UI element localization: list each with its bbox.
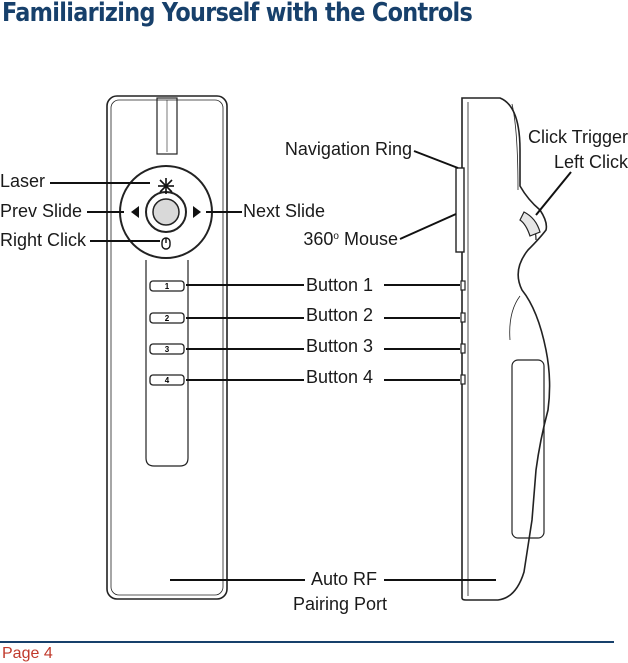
page-title: Familiarizing Yourself with the Controls	[2, 0, 473, 28]
button-2[interactable]: 2	[149, 312, 185, 324]
button-2-label: Button 2	[306, 305, 374, 325]
next-slide-arrow-icon[interactable]	[193, 206, 201, 218]
button-4-label: Button 4	[306, 367, 374, 387]
click-trigger[interactable]	[519, 211, 541, 237]
click-trigger-label: Click Trigger	[527, 127, 628, 147]
button-1-label: Button 1	[306, 275, 374, 295]
prev-slide-arrow-icon[interactable]	[131, 206, 139, 218]
remote-side-view	[461, 97, 551, 601]
button-2-number: 2	[165, 314, 170, 323]
button-4-number: 4	[165, 376, 170, 385]
remote-front-view	[106, 95, 228, 600]
pairing-port-label: Pairing Port	[293, 594, 388, 614]
button-3-number: 3	[165, 345, 170, 354]
side-buttons[interactable]	[460, 280, 466, 385]
button-4[interactable]: 4	[149, 374, 185, 386]
degree-mark: o	[333, 231, 339, 242]
button-3-label: Button 3	[306, 336, 374, 356]
right-click-mouse-icon[interactable]	[161, 237, 171, 250]
laser-label: Laser	[0, 171, 46, 191]
navigation-ring-label: Navigation Ring	[284, 139, 412, 159]
button-1[interactable]: 1	[149, 280, 185, 292]
button-1-number: 1	[165, 282, 170, 291]
side-navigation-ring[interactable]	[455, 167, 465, 253]
laser-icon	[158, 178, 174, 194]
auto-rf-label: Auto RF	[311, 569, 378, 589]
page-number: Page 4	[2, 645, 53, 662]
next-slide-label: Next Slide	[243, 201, 326, 221]
button-3[interactable]: 3	[149, 343, 185, 355]
mouse-button[interactable]	[152, 198, 180, 226]
footer-rule	[0, 641, 614, 643]
callout-lines	[50, 150, 572, 581]
right-click-label: Right Click	[0, 230, 87, 250]
left-click-label: Left Click	[553, 152, 628, 172]
prev-slide-label: Prev Slide	[0, 201, 83, 221]
mouse-360-label: 360o Mouse	[303, 229, 398, 249]
